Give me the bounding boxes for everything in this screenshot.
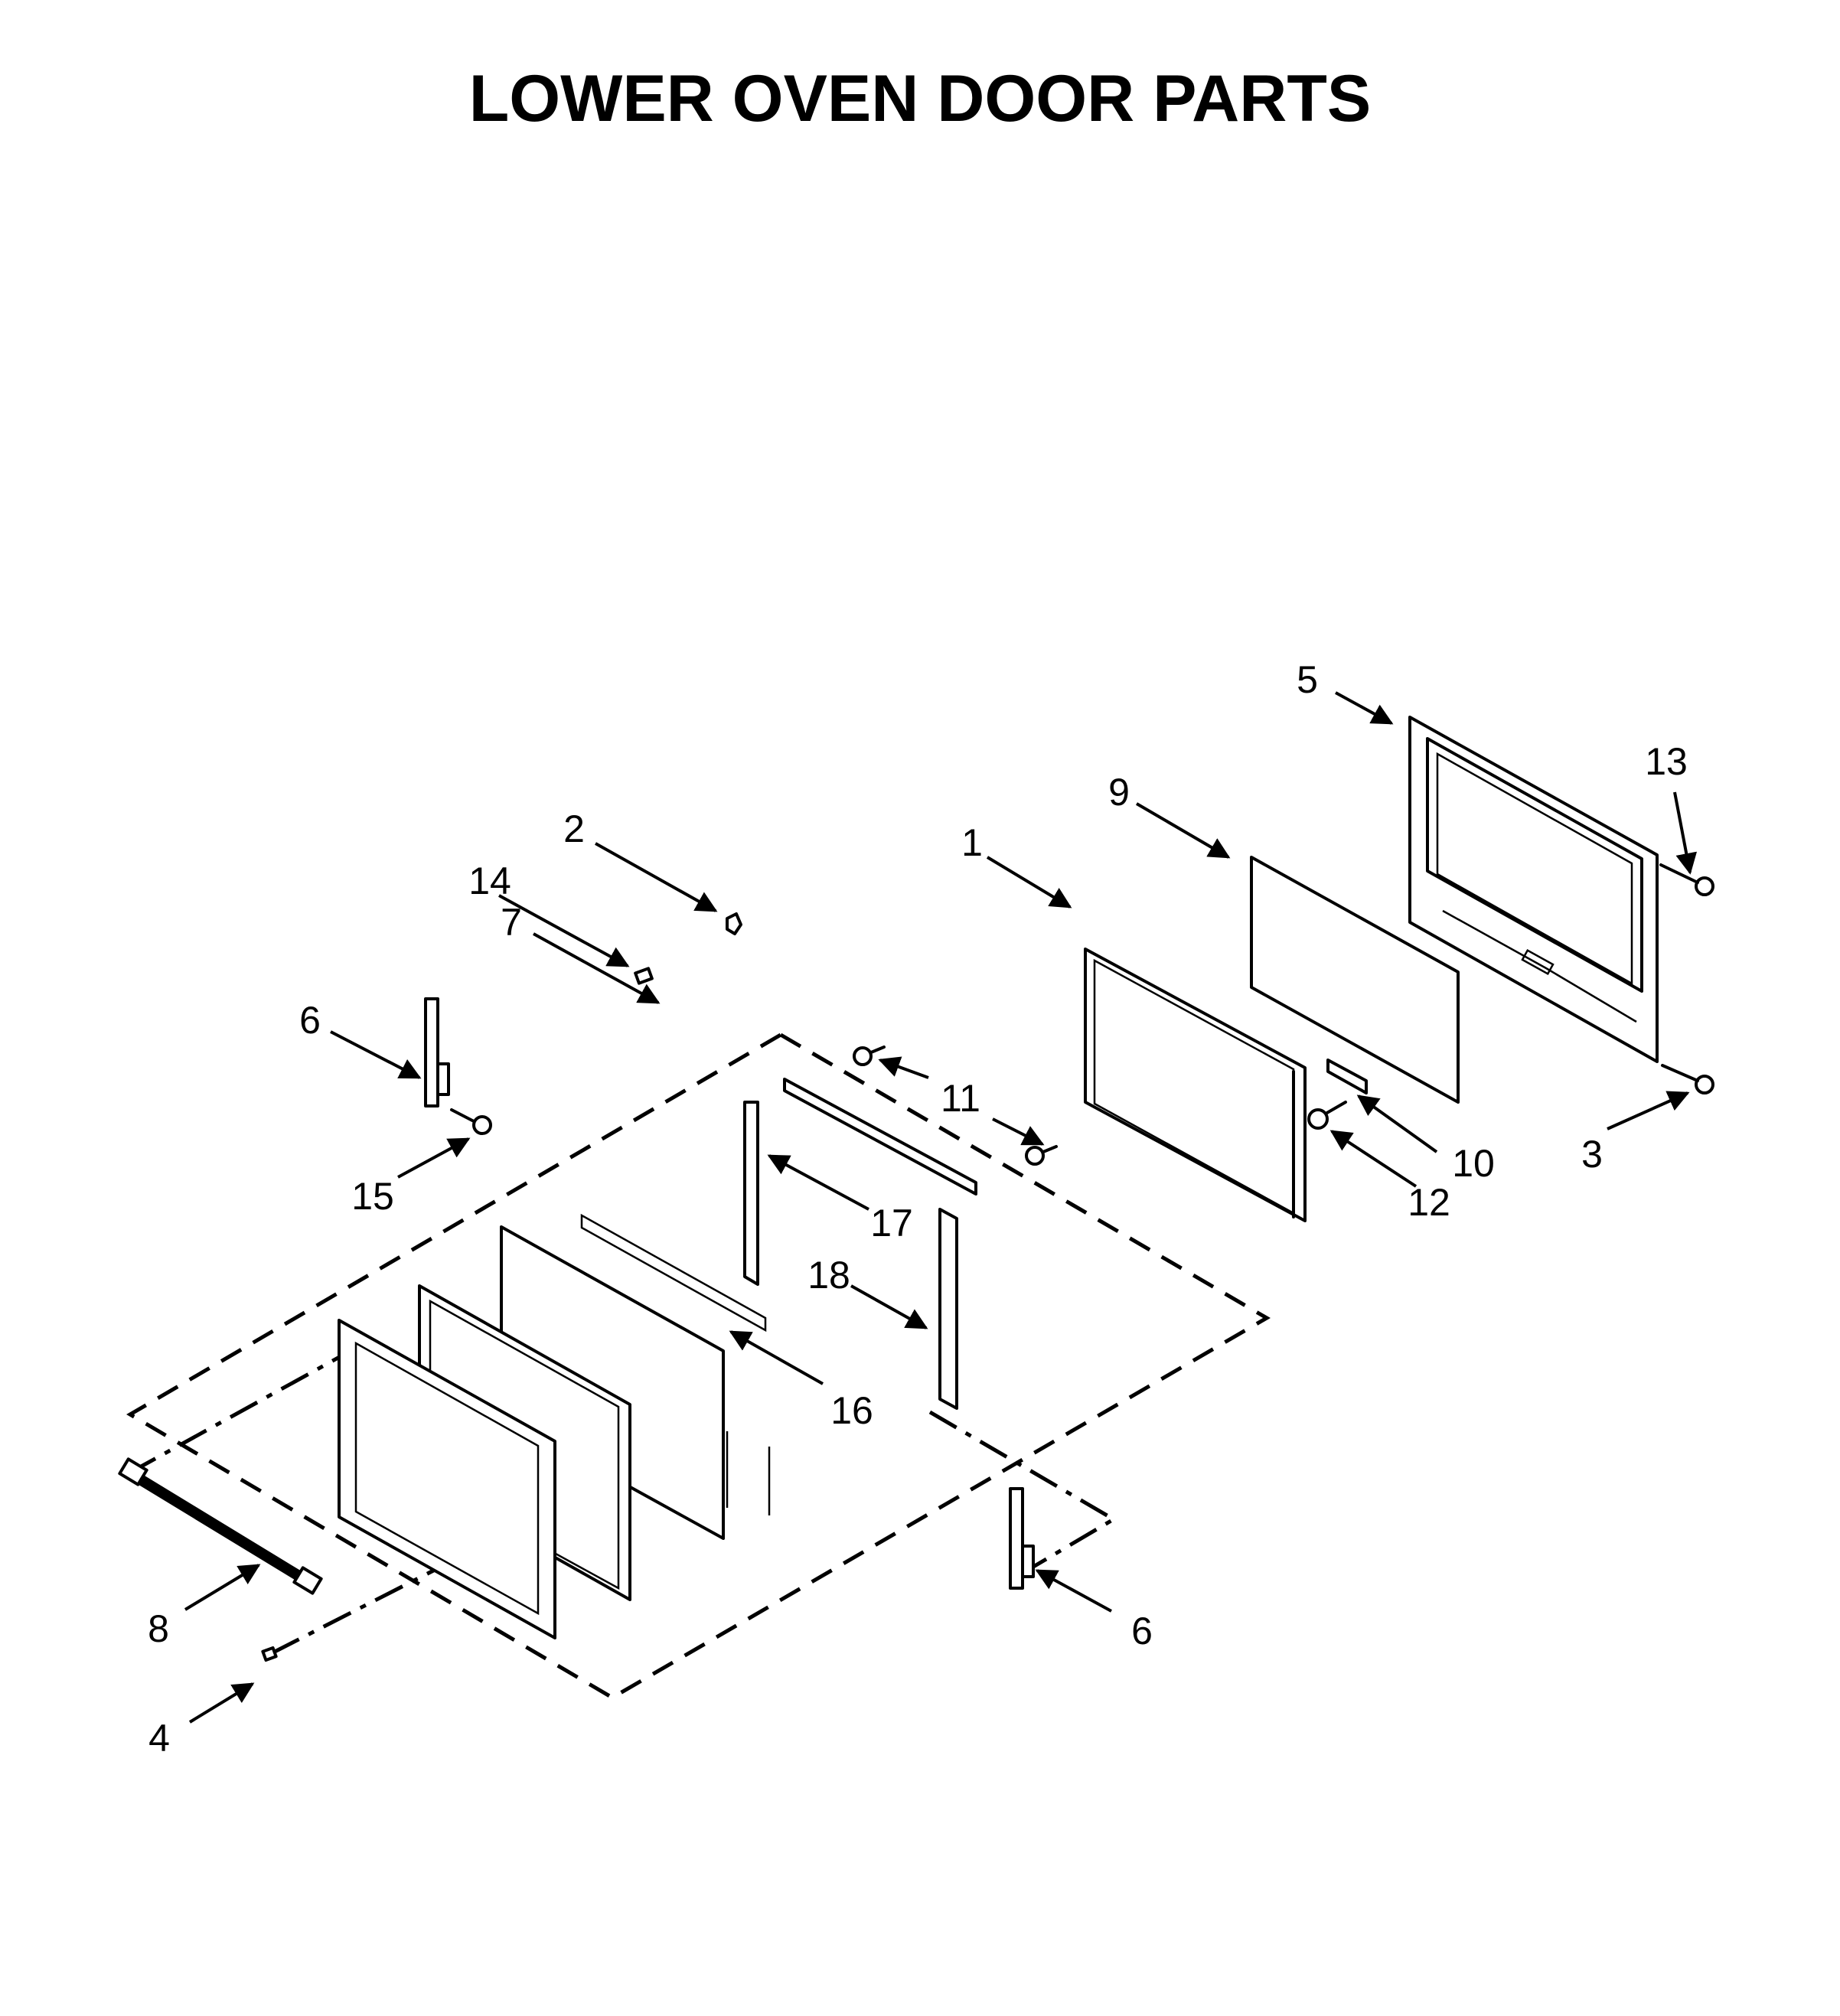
door-assembly-outline: [126, 1032, 1271, 1700]
callout-9: 9: [1108, 771, 1130, 814]
callout-labels: 5 9 1 2 14 7 6 15 11 10 12 13 3 17 18 16…: [148, 658, 1688, 1760]
callout-6-right: 6: [1131, 1610, 1153, 1652]
screw-11-bottom: [1025, 1145, 1058, 1166]
callout-3: 3: [1581, 1133, 1603, 1176]
callout-7: 7: [501, 901, 522, 944]
bracket-10: [1326, 1059, 1368, 1094]
inner-door-panel: [1084, 948, 1307, 1222]
callout-8: 8: [148, 1607, 169, 1650]
clip-4: [261, 1646, 278, 1662]
hinge-6-left: [424, 997, 450, 1107]
screw-11-top: [853, 1046, 886, 1066]
clip-14: [634, 967, 654, 985]
handle-alignment-line: [127, 1349, 352, 1476]
leader-lines: [184, 691, 1698, 1724]
callout-18: 18: [807, 1254, 850, 1297]
callout-12: 12: [1408, 1181, 1450, 1224]
callout-13: 13: [1645, 740, 1688, 783]
callout-1: 1: [961, 821, 983, 864]
callout-6-left: 6: [299, 999, 321, 1042]
callout-4: 4: [148, 1717, 170, 1760]
screw-15: [450, 1108, 492, 1135]
screw-3: [1661, 1064, 1714, 1094]
hinge-alignment-line: [928, 1410, 1117, 1571]
vent-channel-17: [743, 1078, 977, 1286]
page-title: LOWER OVEN DOOR PARTS: [469, 62, 1372, 135]
screw-13: [1659, 863, 1714, 896]
door-handle-8: [118, 1457, 323, 1595]
callout-10: 10: [1452, 1142, 1495, 1185]
callout-5: 5: [1297, 658, 1318, 701]
clip-2: [726, 912, 742, 935]
clip-alignment-line: [270, 1563, 445, 1656]
outer-glass-panel: [1250, 856, 1460, 1104]
hinge-6-right: [1009, 1487, 1035, 1590]
callout-17: 17: [870, 1202, 913, 1245]
callout-16: 16: [830, 1389, 873, 1432]
screw-12: [1307, 1101, 1347, 1130]
callout-11: 11: [941, 1077, 980, 1120]
callout-14: 14: [468, 860, 511, 902]
callout-15: 15: [351, 1175, 394, 1218]
outer-door-frame: [338, 1319, 556, 1639]
callout-2: 2: [563, 807, 585, 850]
side-channel-18: [938, 1208, 958, 1410]
door-liner-frame: [1408, 716, 1659, 1063]
